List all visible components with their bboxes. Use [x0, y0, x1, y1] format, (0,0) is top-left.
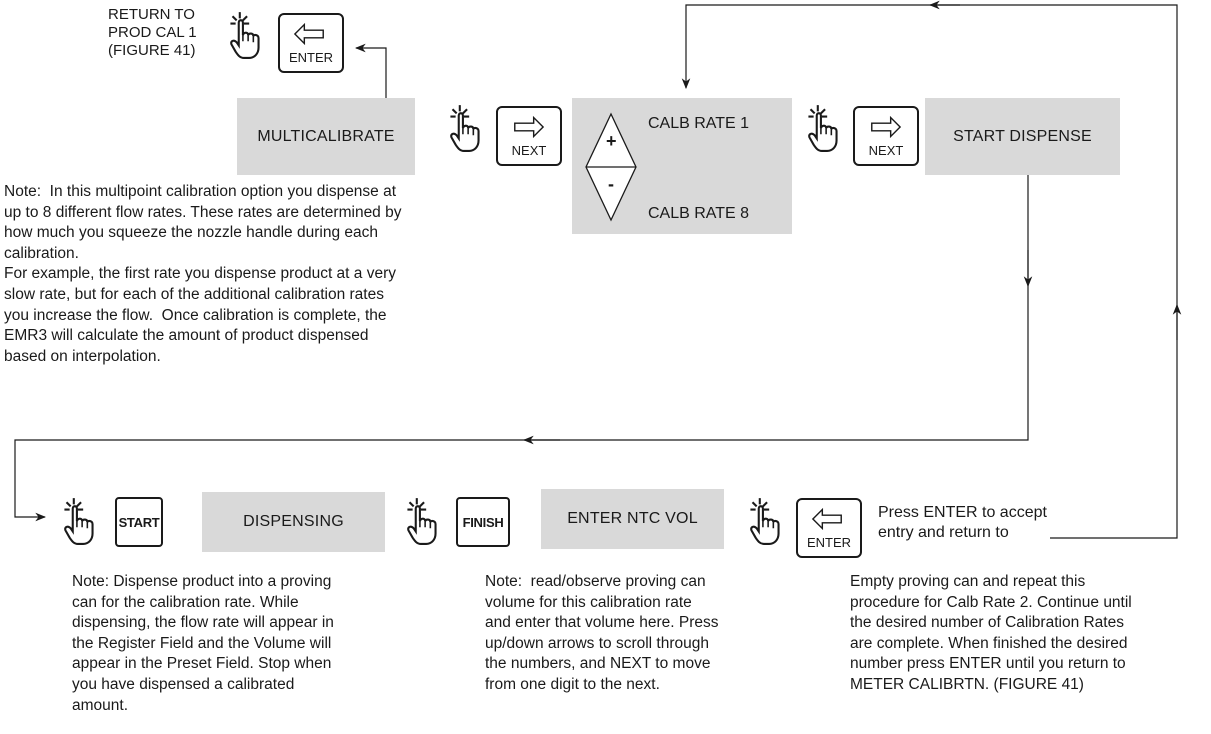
- note-multipoint: Note: In this multipoint calibration opt…: [4, 183, 402, 365]
- connector-start-dispense: [14, 170, 1029, 522]
- plus-minus-diamond[interactable]: [584, 112, 638, 222]
- return-to-label: RETURN TO PROD CAL 1 (FIGURE 41): [108, 6, 197, 59]
- plus-sign: +: [606, 131, 617, 151]
- start-dispense-box: START DISPENSE: [925, 98, 1120, 175]
- calb-rate-1-label: CALB RATE 1: [648, 115, 750, 132]
- enter-key-accept[interactable]: ENTER: [796, 498, 862, 558]
- start-key[interactable]: START: [115, 497, 163, 547]
- finish-key[interactable]: FINISH: [456, 497, 510, 547]
- next-key-icon: [514, 116, 544, 138]
- note-dispense: Note: Dispense product into a proving ca…: [72, 573, 334, 714]
- hand-press-icon: [449, 104, 480, 152]
- calb-rate-8-label: CALB RATE 8: [648, 205, 750, 222]
- next-key-icon: [871, 116, 901, 138]
- next-key-1[interactable]: NEXT: [496, 106, 562, 166]
- enter-key-icon: [812, 508, 842, 530]
- calb-rate-box: + - CALB RATE 1 CALB RATE 8: [572, 98, 792, 234]
- hand-press-icon: [807, 104, 838, 152]
- enter-key-return[interactable]: ENTER: [278, 13, 344, 73]
- note-repeat: Empty proving can and repeat this proced…: [850, 573, 1132, 693]
- hand-press-icon: [229, 11, 260, 59]
- enter-ntc-vol-box: ENTER NTC VOL: [541, 489, 724, 549]
- hand-press-icon: [63, 497, 94, 545]
- connector-return: [354, 43, 387, 98]
- enter-key-icon: [294, 23, 324, 45]
- hand-press-icon: [749, 497, 780, 545]
- connector-enter-return: [1050, 444, 1178, 539]
- multicalibrate-box: MULTICALIBRATE: [237, 98, 415, 175]
- dispensing-box: DISPENSING: [202, 492, 385, 552]
- next-key-2[interactable]: NEXT: [853, 106, 919, 166]
- press-enter-label: Press ENTER to accept entry and return t…: [878, 504, 1047, 541]
- minus-sign: -: [608, 174, 614, 194]
- hand-press-icon: [406, 497, 437, 545]
- note-ntc: Note: read/observe proving can volume fo…: [485, 573, 719, 693]
